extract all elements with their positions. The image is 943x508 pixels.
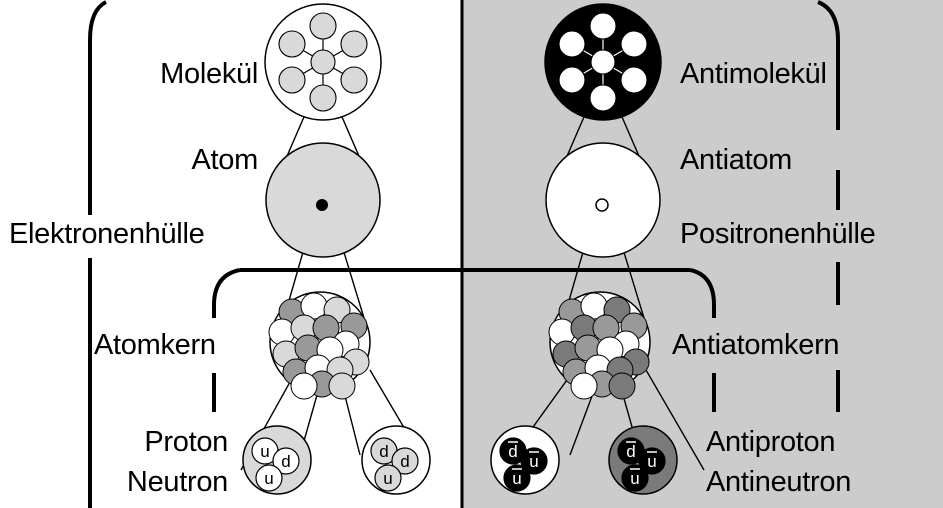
molecule-brackets	[88, 0, 840, 508]
molecule-atom	[278, 66, 306, 94]
label-electron-shell: Elektronenhülle	[9, 218, 205, 250]
molecule-atom	[340, 30, 368, 58]
nucleon	[328, 372, 356, 400]
quark-label: u	[264, 469, 273, 488]
antiproton: duu	[490, 425, 560, 495]
antiatom-nucleus-dot	[595, 198, 609, 212]
molecule-atom	[278, 30, 306, 58]
quark-label: u	[647, 452, 656, 471]
quark-label: u	[383, 469, 392, 488]
molecule-atom	[620, 30, 648, 58]
quark	[391, 447, 419, 475]
label-antineutron: Antineutron	[706, 466, 852, 498]
quark	[272, 447, 300, 475]
quark-label: d	[379, 442, 388, 461]
label-antiatom: Antiatom	[680, 144, 793, 176]
quark-label: d	[400, 452, 409, 471]
quark	[621, 464, 649, 492]
antiatom	[545, 142, 661, 258]
label-antinucleus: Antiatomkern	[672, 329, 840, 361]
label-antiproton: Antiproton	[706, 426, 836, 458]
quark	[520, 447, 548, 475]
antimolecule	[544, 3, 662, 121]
label-nucleus: Atomkern	[94, 329, 216, 361]
atom	[265, 142, 381, 258]
antineutron: duu	[608, 425, 678, 495]
quark	[374, 464, 402, 492]
molecule-atom	[558, 66, 586, 94]
nucleon	[548, 318, 576, 346]
nucleus-brackets	[212, 268, 716, 412]
molecule-atom	[589, 12, 617, 40]
molecule-atom	[310, 49, 336, 75]
molecule-atom	[340, 66, 368, 94]
quark	[638, 447, 666, 475]
antinucleus	[548, 291, 651, 400]
molecule-atom	[309, 12, 337, 40]
quark-label: d	[626, 442, 635, 461]
label-antimolecule: Antimolekül	[680, 58, 827, 90]
quark-label: u	[260, 442, 269, 461]
molecule-atom	[558, 30, 586, 58]
quark-label: u	[512, 469, 521, 488]
quark-label: u	[630, 469, 639, 488]
quark-label: d	[508, 442, 517, 461]
proton: udu	[242, 425, 312, 495]
label-neutron: Neutron	[126, 466, 228, 498]
nucleon	[268, 318, 296, 346]
neutron: ddu	[361, 425, 431, 495]
quark	[255, 464, 283, 492]
nucleon	[608, 372, 636, 400]
quark-label: d	[281, 452, 290, 471]
label-atom: Atom	[191, 144, 259, 176]
molecule-atom	[589, 84, 617, 112]
molecule	[264, 3, 382, 121]
label-positron-shell: Positronenhülle	[680, 218, 876, 250]
quark	[503, 464, 531, 492]
label-molecule: Molekül	[160, 58, 258, 90]
molecule-atom	[620, 66, 648, 94]
label-proton: Proton	[144, 426, 228, 458]
matter-panel	[0, 0, 462, 508]
nucleon	[290, 372, 318, 400]
quark-label: u	[529, 452, 538, 471]
molecule-atom	[590, 49, 616, 75]
molecule-atom	[309, 84, 337, 112]
antimatter-panel	[462, 0, 943, 508]
nucleus	[268, 291, 371, 400]
nucleon	[570, 372, 598, 400]
atom-nucleus-dot	[316, 199, 328, 211]
